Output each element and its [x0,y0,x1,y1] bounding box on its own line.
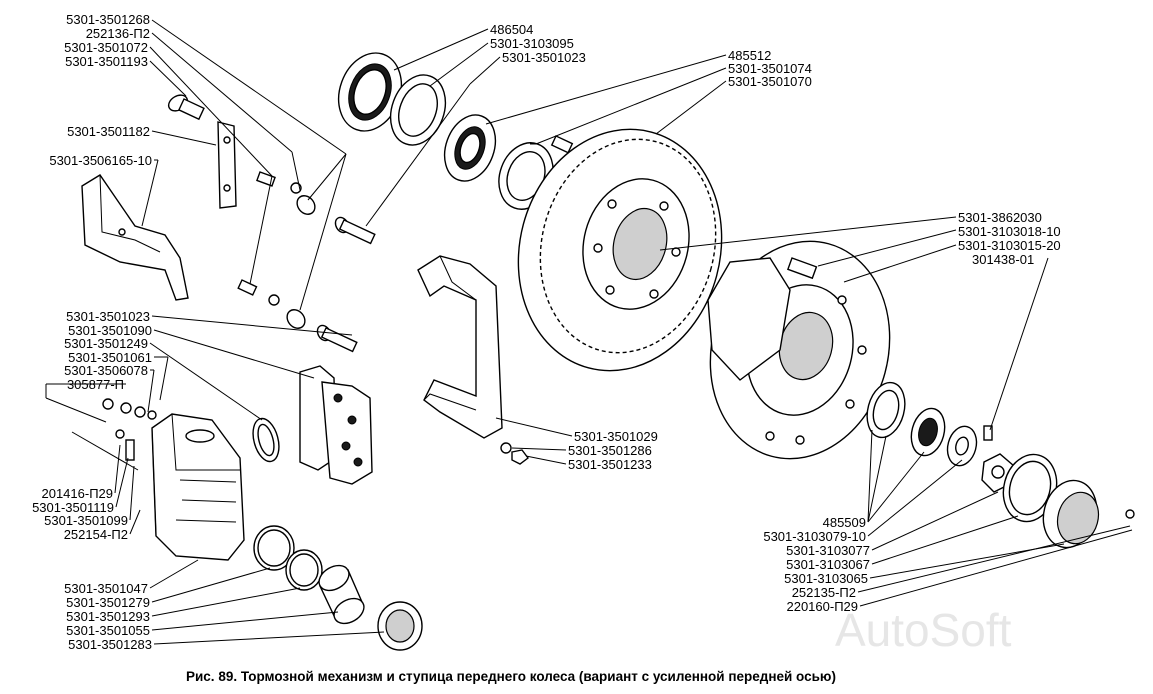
label-5301-3501249: 5301-3501249 [64,336,148,351]
outer-bearing-part [910,407,946,457]
label-485509: 485509 [823,515,866,530]
label-305877-p: 305877-П [67,377,124,392]
piston-part [318,564,365,625]
brake-rotor-part [517,128,723,372]
label-5301-3501023-left: 5301-3501023 [66,309,150,324]
inner-bearing-part [443,114,497,182]
label-5301-3862030: 5301-3862030 [958,210,1042,225]
label-5301-3501029: 5301-3501029 [574,429,658,444]
label-5301-3501074: 5301-3501074 [728,61,812,76]
label-485512: 485512 [728,48,771,63]
label-5301-3501055: 5301-3501055 [66,623,150,638]
small-fasteners [237,171,316,329]
hub-cap-part [1042,479,1135,549]
brake-shield-part [81,174,189,301]
outer-race-part [866,381,906,439]
guide-pin-lower [316,324,358,353]
label-5301-3103018-10: 5301-3103018-10 [958,224,1061,239]
label-5301-3103067: 5301-3103067 [786,557,870,572]
label-5301-3501061: 5301-3501061 [68,350,152,365]
caliper-body-part [151,413,245,561]
wheel-hub-part [707,240,891,460]
label-5301-3506078: 5301-3506078 [64,363,148,378]
cap-gasket-part [1002,453,1058,523]
brake-pads-part [299,365,373,485]
label-220160-p29: 220160-П29 [786,599,858,614]
dust-ring-part [252,417,280,463]
label-5301-3501182: 5301-3501182 [67,124,150,139]
label-5301-3103065: 5301-3103065 [784,571,868,586]
hub-seal-part [337,52,403,132]
label-5301-3506165-10: 5301-3506165-10 [49,153,152,168]
label-5301-3501233: 5301-3501233 [568,457,652,472]
label-5301-3501283: 5301-3501283 [68,637,152,652]
bracket-plate-part [217,121,237,209]
caliper-small-parts [71,398,157,471]
figure-caption: Рис. 89. Тормозной механизм и ступица пе… [186,669,836,684]
caliper-bracket-part [417,255,503,439]
label-5301-3501268: 5301-3501268 [66,12,150,27]
bracket-fasteners [500,442,529,465]
label-5301-3501072: 5301-3501072 [64,40,148,55]
label-5301-3103015-20: 5301-3103015-20 [958,238,1061,253]
label-5301-3501090: 5301-3501090 [68,323,152,338]
part-labels: 5301-3501268 252136-П2 5301-3501072 5301… [32,12,1061,652]
watermark: AutoSoft [835,604,1012,656]
bolt-part [167,94,205,121]
label-5301-3501099: 5301-3501099 [44,513,128,528]
label-252154-p2: 252154-П2 [64,527,128,542]
label-5301-3501119: 5301-3501119 [32,500,114,515]
label-5301-3103077: 5301-3103077 [786,543,870,558]
leader-lines [45,19,1133,645]
label-5301-3501193: 5301-3501193 [65,54,148,69]
seal-ring-part [389,74,447,146]
caliper-seal-rings [253,525,323,591]
label-252135-p2: 252135-П2 [792,585,856,600]
label-5301-3501047: 5301-3501047 [64,581,148,596]
label-486504: 486504 [490,22,533,37]
label-252136-p2: 252136-П2 [86,26,150,41]
label-5301-3103095: 5301-3103095 [490,36,574,51]
label-301438-01: 301438-01 [972,252,1034,267]
label-5301-3501023-top: 5301-3501023 [502,50,586,65]
label-5301-3501286: 5301-3501286 [568,443,652,458]
piston-boot-part [377,601,423,651]
label-201416-p29: 201416-П29 [41,486,113,501]
label-5301-3501279: 5301-3501279 [66,595,150,610]
lock-washer-part [946,425,978,467]
label-5301-3103079-10: 5301-3103079-10 [763,529,866,544]
label-5301-3501070: 5301-3501070 [728,74,812,89]
rotor-bolt-part [550,135,574,154]
guide-pin-upper [334,216,376,245]
label-5301-3501293: 5301-3501293 [66,609,150,624]
